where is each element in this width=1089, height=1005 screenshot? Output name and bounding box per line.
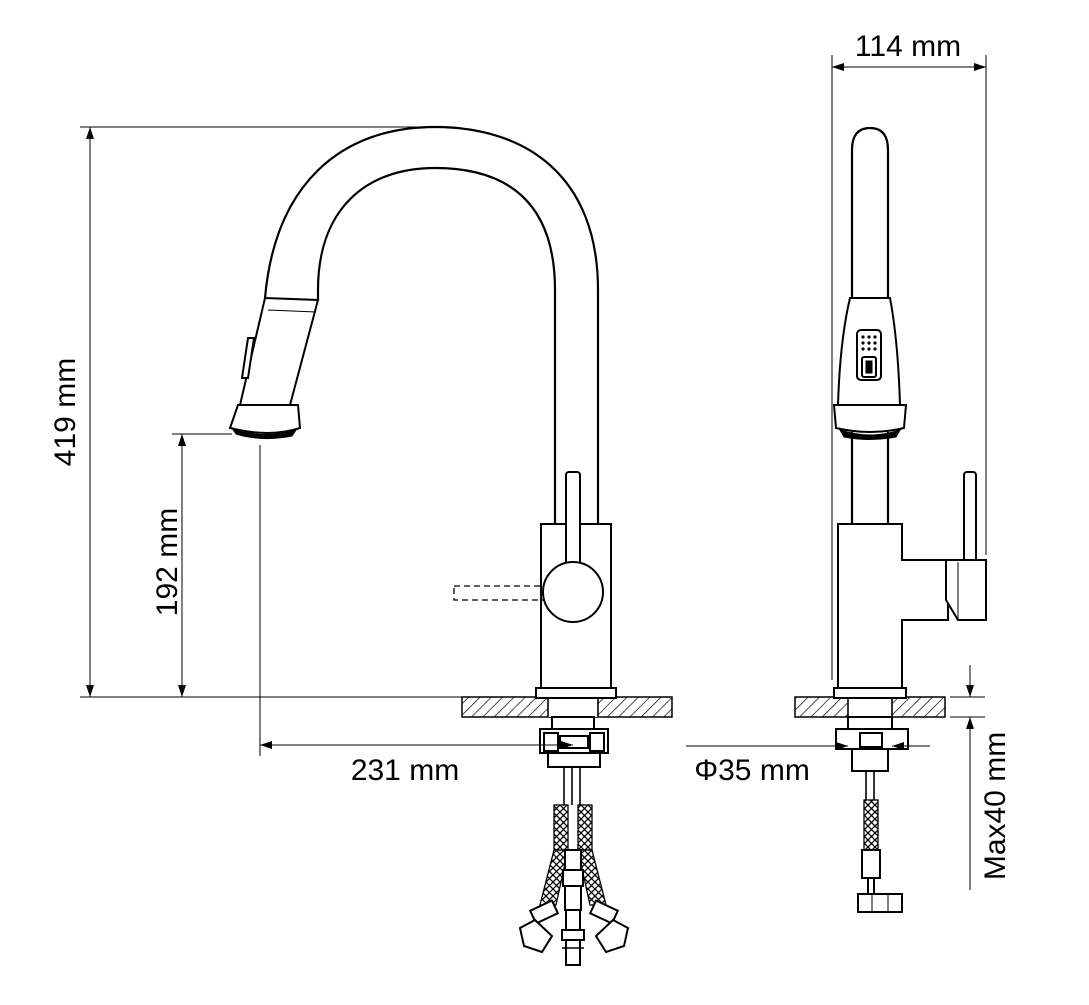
side-view: 114 mm Φ35 mm Max40 mm: [686, 30, 1012, 913]
front-spout: [263, 125, 600, 524]
dimension-width: 114 mm: [831, 30, 987, 680]
deck-label: Max40 mm: [979, 732, 1012, 880]
dimension-height: 419 mm: [49, 126, 462, 698]
width-label: 114 mm: [855, 30, 961, 63]
hole-label: Φ35 mm: [694, 754, 810, 787]
reach-label: 231 mm: [351, 754, 459, 787]
front-shank: [539, 716, 609, 805]
dimension-reach: 231 mm: [259, 445, 573, 787]
side-spout: [850, 126, 890, 524]
front-supply-hoses: [518, 804, 630, 966]
side-spray-head: [832, 297, 908, 440]
side-shank: [835, 716, 909, 913]
front-countertop: [461, 696, 673, 718]
front-body: [453, 471, 617, 699]
dimension-hole: Φ35 mm: [686, 742, 930, 787]
front-view: 419 mm 192 mm 231 mm: [49, 125, 673, 966]
dimension-deck: Max40 mm: [950, 665, 1012, 890]
front-spray-head: [228, 296, 320, 440]
side-body: [833, 471, 987, 699]
dimension-spout-height: 192 mm: [151, 433, 232, 697]
spray-buttons-icon: [861, 335, 877, 378]
side-countertop: [794, 696, 946, 718]
spout-height-label: 192 mm: [151, 508, 184, 616]
height-label: 419 mm: [49, 358, 82, 466]
